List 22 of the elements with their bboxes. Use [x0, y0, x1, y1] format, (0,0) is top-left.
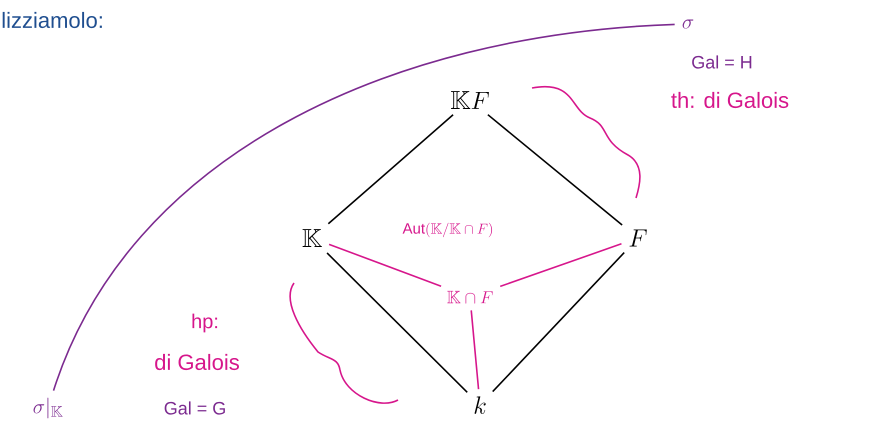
field-label: $\mathbb{K}\cap F$	[447, 290, 493, 304]
field-label: $\mathbb{K}F$	[450, 91, 489, 109]
annotation-text: $\mathrm{Aut}(\mathbb{K}/\mathbb{K}\cap F)$	[402, 222, 492, 238]
line	[492, 252, 625, 392]
line	[500, 243, 622, 288]
arc	[52, 24, 675, 391]
field-label: $\sigma|_{\mathbb{K}}$	[34, 398, 63, 418]
annotation-text: di Galois	[155, 354, 239, 370]
annotation-text: Gal = H	[692, 55, 752, 69]
field-label: $\sigma$	[682, 20, 694, 29]
annotation-text: lizziamolo:	[2, 12, 102, 28]
field-label: $\mathbb{K}$	[302, 229, 322, 247]
field-label: $k$	[474, 396, 486, 414]
line	[328, 244, 442, 287]
annotation-text: th: di Galois	[671, 92, 788, 108]
annotation-text: Gal = G	[164, 401, 225, 415]
annotation-text: hp:	[192, 314, 218, 332]
field-label: $F$	[630, 230, 647, 246]
line	[328, 114, 454, 224]
line	[487, 114, 623, 226]
line	[326, 252, 468, 393]
line	[470, 310, 480, 390]
